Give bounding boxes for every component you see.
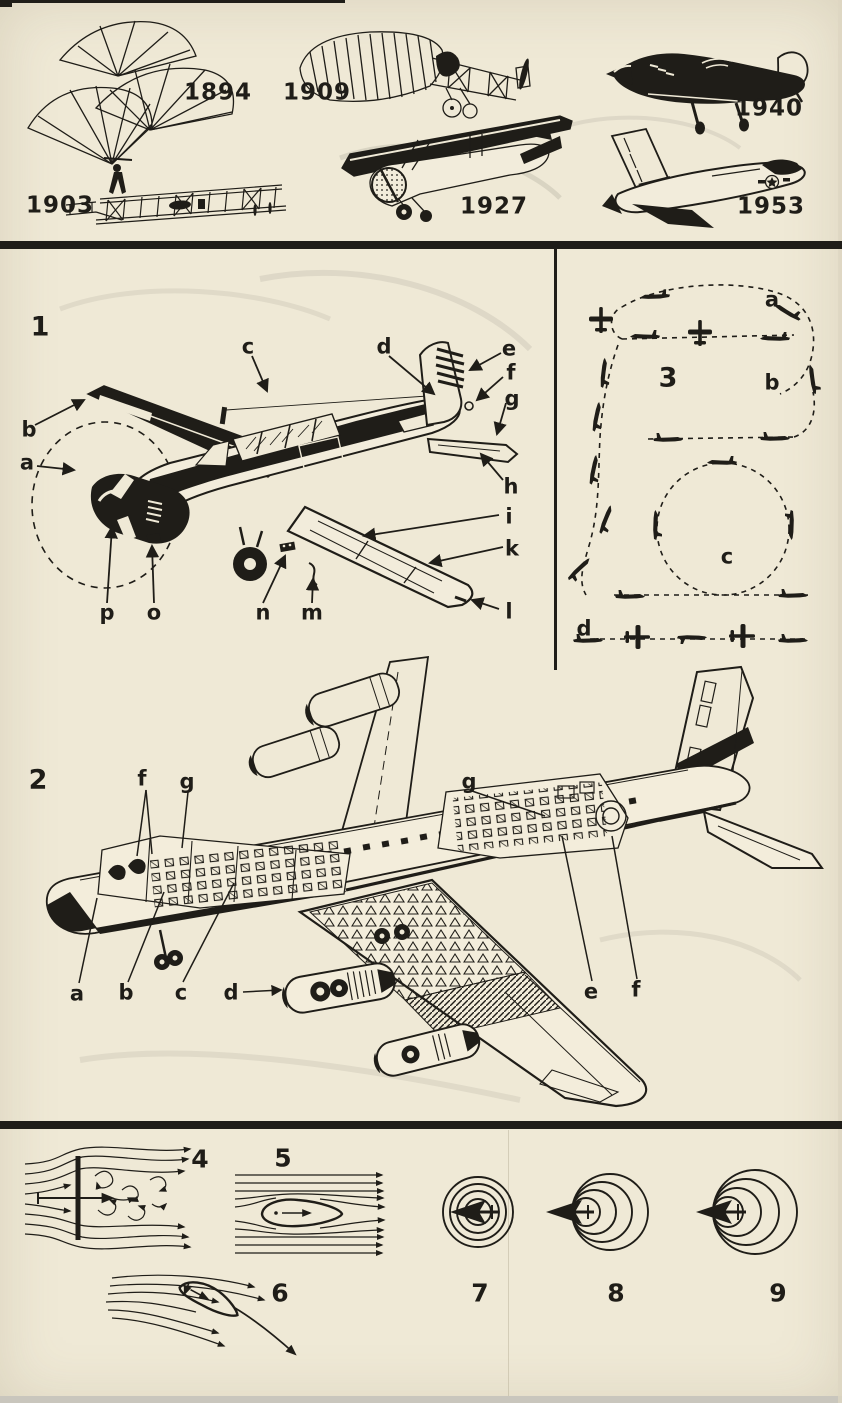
- figure1-label-k: k: [505, 536, 519, 561]
- figure1-label-h: h: [503, 474, 519, 499]
- year-label-1903: 1903: [25, 192, 95, 219]
- scan-edge-bottom: [0, 1396, 842, 1403]
- figure7-number: 7: [471, 1278, 489, 1308]
- trim-tab: [464, 401, 474, 411]
- figure2-label-a: a: [69, 981, 85, 1006]
- figure9-number: 9: [769, 1278, 787, 1308]
- scan-edge-top: [0, 0, 345, 3]
- figure2-label-g-rear: g: [461, 769, 477, 794]
- year-label-1953: 1953: [736, 193, 806, 220]
- figure5-streamlined-body-flow: [234, 1171, 384, 1257]
- bleriot-1909-illustration: [299, 31, 531, 119]
- scan-edge-corner: [0, 0, 12, 7]
- nose-radome: [47, 892, 97, 932]
- figure3-number: 3: [658, 362, 678, 394]
- year-label-1894: 1894: [183, 79, 253, 106]
- year-label-1940: 1940: [734, 95, 804, 122]
- figure1-label-d: d: [376, 334, 392, 359]
- outer-engine-pod: [373, 1023, 481, 1077]
- figure3-label-c: c: [720, 544, 734, 569]
- figure1-label-n: n: [255, 600, 271, 625]
- figure2-label-b: b: [118, 980, 134, 1005]
- figure3-label-d: d: [576, 616, 592, 641]
- figure1-label-p: p: [99, 600, 115, 625]
- figure4-number: 4: [191, 1144, 209, 1174]
- figure3-label-b: b: [764, 370, 780, 395]
- glider-1894-illustration: [27, 20, 235, 194]
- figure2-label-e: e: [583, 979, 599, 1004]
- year-label-1927: 1927: [459, 193, 529, 220]
- figure7-subsonic-waves: [442, 1176, 514, 1248]
- figure8-number: 8: [607, 1278, 625, 1308]
- figure1-label-i: i: [505, 504, 513, 529]
- figure3-label-a: a: [764, 287, 780, 312]
- figure1-label-b: b: [21, 417, 37, 442]
- year-label-1909: 1909: [282, 79, 352, 106]
- main-wheel: [233, 526, 267, 581]
- streamlined-body: [260, 1198, 344, 1228]
- figure8-sonic-waves: [546, 1173, 649, 1251]
- figure1-label-g: g: [504, 386, 520, 411]
- vertical-fin: [418, 341, 463, 427]
- figure1-label-a: a: [19, 450, 35, 475]
- inner-engine-pod: [282, 962, 396, 1014]
- figure1-label-o: o: [146, 600, 162, 625]
- scan-edge-right: [838, 0, 842, 1403]
- figure9-supersonic-waves: [696, 1169, 798, 1255]
- horizontal-stabilizer: [426, 437, 519, 464]
- paper-crease: [508, 1130, 509, 1396]
- figure1-label-e: e: [501, 336, 517, 361]
- figure2-label-c: c: [174, 980, 188, 1005]
- figure2-airliner-art: [45, 655, 824, 1108]
- right-wing: [286, 505, 474, 609]
- figure1-label-l: l: [505, 599, 513, 624]
- figure6-airfoil-flow: [105, 1274, 297, 1356]
- figure2-label-f-rear: f: [631, 977, 641, 1002]
- figure5-number: 5: [274, 1143, 292, 1173]
- wright-flyer-1903-illustration: [65, 184, 287, 225]
- pitot-fitting: [279, 541, 296, 553]
- timeline-aircraft-art: [27, 20, 809, 228]
- antenna-mast: [219, 406, 228, 425]
- section-divider-top: [0, 241, 842, 249]
- figure1-label-m: m: [301, 600, 323, 625]
- aerodynamics-figures-art: [24, 1146, 798, 1356]
- figure1-label-c: c: [241, 334, 255, 359]
- cabin-step: [146, 532, 161, 542]
- forward-cabin-cutaway: [97, 835, 351, 910]
- figure2-number: 2: [28, 764, 48, 796]
- section-divider-bottom: [0, 1121, 842, 1129]
- figure2-label-f-front: f: [137, 766, 147, 791]
- spirit-of-st-louis-1927-illustration: [341, 115, 573, 222]
- nose-gear: [154, 929, 183, 970]
- near-stabilizer: [702, 810, 824, 869]
- figure2-leader-lines: [78, 789, 638, 997]
- figure4-flat-plate-flow: [24, 1146, 192, 1250]
- figure2-label-g-front: g: [179, 769, 195, 794]
- figure1-leader-lines: [34, 352, 507, 611]
- fuselage: [126, 394, 461, 522]
- antenna-wire: [225, 394, 443, 411]
- fighter-1940-illustration: [606, 51, 809, 135]
- figure1-light-aircraft-art: [31, 269, 533, 611]
- jet-1953-illustration: [602, 127, 806, 228]
- figure1-number: 1: [30, 311, 50, 343]
- figure6-number: 6: [271, 1278, 289, 1308]
- tail-group: [396, 341, 519, 464]
- near-wing: [297, 878, 648, 1108]
- figure1-label-f: f: [506, 360, 516, 385]
- airfoil-profile: [178, 1281, 239, 1317]
- figure2-label-d: d: [223, 980, 239, 1005]
- figure3-maneuvers-art: [566, 284, 822, 649]
- far-wing: [248, 655, 430, 853]
- panel-divider-vertical: [554, 249, 557, 670]
